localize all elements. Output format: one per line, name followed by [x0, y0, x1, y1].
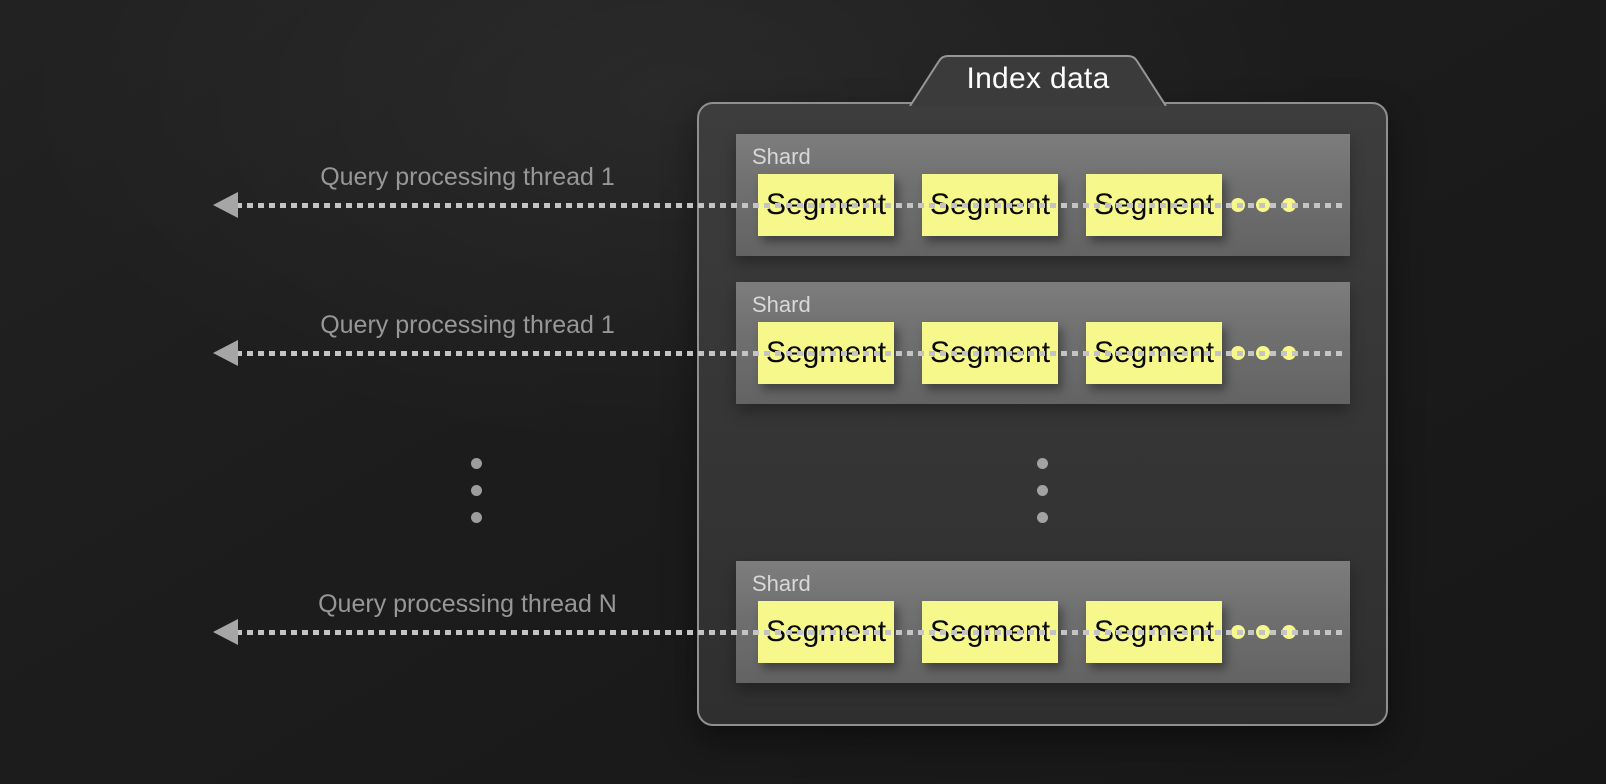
shard-label: Shard	[752, 144, 811, 169]
shard-label: Shard	[752, 292, 811, 317]
shards-vertical-ellipsis	[1037, 458, 1048, 523]
shard-label: Shard	[752, 571, 811, 596]
ellipsis-dot	[1037, 512, 1048, 523]
shard-box-3: Shard Segment Segment Segment	[736, 561, 1350, 683]
ellipsis-dot	[471, 458, 482, 469]
threads-vertical-ellipsis	[471, 458, 482, 523]
ellipsis-dot	[471, 485, 482, 496]
ellipsis-dot	[1037, 458, 1048, 469]
thread-dotted-line-n	[236, 630, 1344, 635]
thread-label-n: Query processing thread N	[318, 590, 617, 618]
shard-box-1: Shard Segment Segment Segment	[736, 134, 1350, 256]
ellipsis-dot	[471, 512, 482, 523]
thread-dotted-line-1	[236, 203, 1344, 208]
index-data-tab: Index data	[908, 54, 1168, 106]
ellipsis-dot	[1037, 485, 1048, 496]
shard-box-2: Shard Segment Segment Segment	[736, 282, 1350, 404]
tab-trapezoid-shape	[909, 55, 1167, 106]
left-arrowhead-icon	[213, 619, 238, 645]
thread-label-2: Query processing thread 1	[320, 311, 615, 339]
index-data-tab-label: Index data	[966, 62, 1110, 95]
thread-label-1: Query processing thread 1	[320, 163, 615, 191]
thread-dotted-line-2	[236, 351, 1344, 356]
left-arrowhead-icon	[213, 192, 238, 218]
left-arrowhead-icon	[213, 340, 238, 366]
